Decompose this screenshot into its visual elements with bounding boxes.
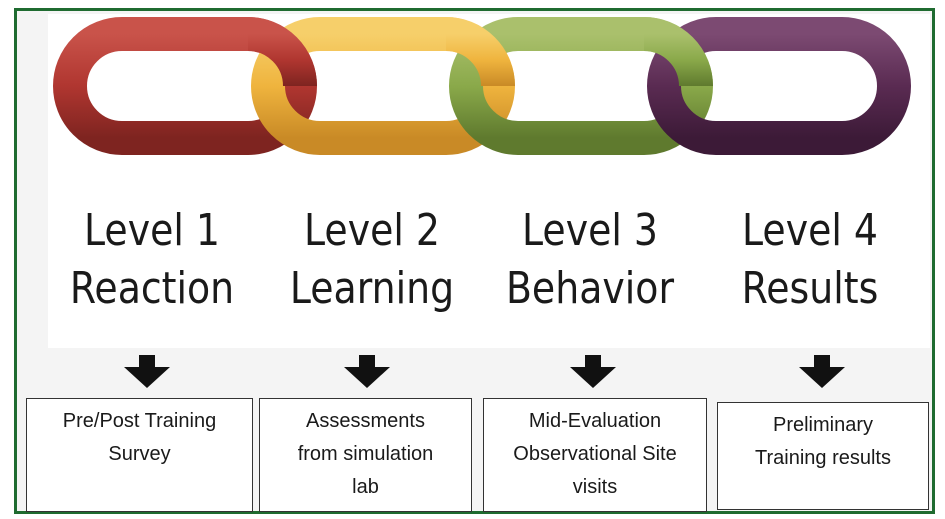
method-box-level-1: Pre/Post Training Survey	[26, 398, 253, 512]
level-2-label: Level 2 Learning	[277, 202, 466, 318]
method-2-line-3: lab	[352, 476, 379, 498]
method-1-line-2: Survey	[108, 443, 171, 465]
method-1-line-1: Pre/Post Training	[62, 410, 217, 432]
level-3-number: Level 3	[522, 205, 658, 256]
method-box-level-2: Assessments from simulation lab	[259, 398, 472, 512]
level-1-number: Level 1	[84, 205, 220, 256]
method-box-level-3: Mid-Evaluation Observational Site visits	[483, 398, 707, 512]
down-arrow-icon	[570, 355, 616, 388]
level-1-label: Level 1 Reaction	[57, 202, 246, 318]
method-3-line-3: visits	[572, 476, 618, 498]
level-2-number: Level 2	[304, 205, 440, 256]
chain-graphic	[53, 17, 911, 155]
chain-link-level-1-overlap	[247, 17, 317, 87]
level-4-number: Level 4	[742, 205, 878, 256]
down-arrow-icon	[124, 355, 170, 388]
down-arrow-icon	[344, 355, 390, 388]
level-4-name: Results	[741, 263, 879, 314]
chain-link-level-2-overlap	[445, 17, 515, 87]
method-2-line-2: from simulation	[297, 443, 434, 465]
level-1-name: Reaction	[69, 263, 235, 314]
level-2-name: Learning	[289, 263, 455, 314]
chain-link-level-4	[647, 17, 911, 155]
method-3-line-2: Observational Site	[513, 443, 677, 465]
level-3-name: Behavior	[505, 263, 675, 314]
method-3-line-1: Mid-Evaluation	[528, 410, 662, 432]
down-arrow-icon	[799, 355, 845, 388]
level-4-label: Level 4 Results	[715, 202, 904, 318]
chain-link-level-3-overlap	[643, 17, 713, 87]
method-4-line-1: Preliminary	[772, 414, 874, 436]
level-3-label: Level 3 Behavior	[495, 202, 684, 318]
method-box-level-4: Preliminary Training results	[717, 402, 929, 510]
method-2-line-1: Assessments	[306, 410, 425, 432]
method-4-line-2: Training results	[755, 447, 891, 469]
